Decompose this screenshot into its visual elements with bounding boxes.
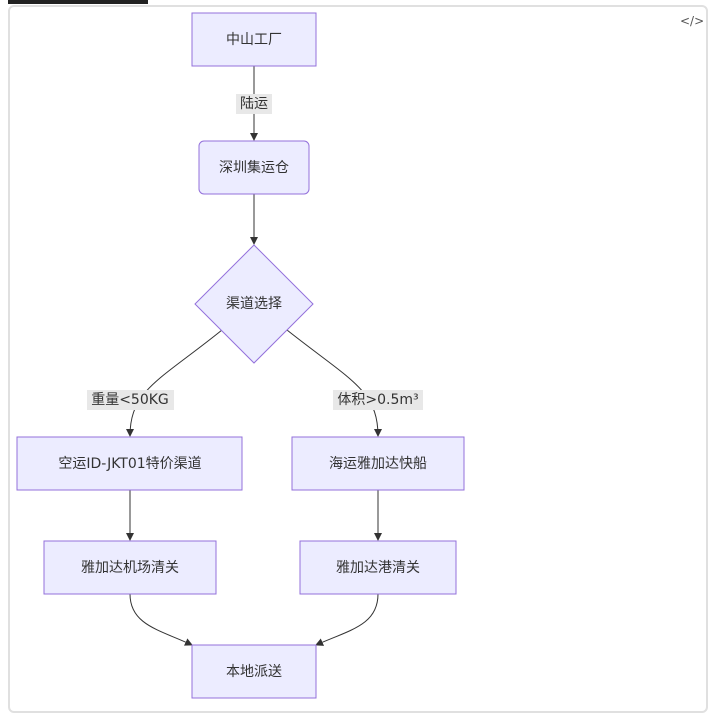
node-label: 中山工厂 — [226, 32, 282, 48]
node-warehouse[interactable]: 深圳集运仓 — [198, 140, 310, 195]
node-label: 渠道选择 — [226, 296, 282, 312]
cropped-heading — [8, 0, 148, 4]
node-sea[interactable]: 海运雅加达快船 — [291, 436, 465, 491]
node-label: 雅加达港清关 — [336, 560, 420, 576]
code-view-icon[interactable]: </> — [680, 14, 705, 28]
node-label: 深圳集运仓 — [219, 159, 289, 176]
node-label: 雅加达机场清关 — [81, 560, 179, 576]
edge-label-land: 陆运 — [240, 96, 268, 112]
node-air-customs[interactable]: 雅加达机场清关 — [43, 540, 217, 595]
node-label: 本地派送 — [226, 664, 282, 680]
node-decision[interactable]: 渠道选择 — [194, 244, 314, 364]
edge-seacustoms-delivery — [315, 593, 379, 646]
node-label: 海运雅加达快船 — [329, 456, 427, 472]
edge-label-weight: 重量<50KG — [91, 392, 169, 408]
node-sea-customs[interactable]: 雅加达港清关 — [299, 540, 457, 595]
edge-decision-air — [126, 329, 223, 437]
node-delivery[interactable]: 本地派送 — [191, 644, 317, 699]
edge-label-volume: 体积>0.5m³ — [337, 392, 418, 408]
edge-aircustoms-delivery — [129, 593, 193, 646]
node-air[interactable]: 空运ID-JKT01特价渠道 — [16, 436, 243, 491]
node-factory[interactable]: 中山工厂 — [191, 12, 317, 67]
node-label: 空运ID-JKT01特价渠道 — [58, 456, 201, 472]
diagram-container — [8, 5, 708, 713]
edge-decision-sea — [286, 329, 382, 437]
